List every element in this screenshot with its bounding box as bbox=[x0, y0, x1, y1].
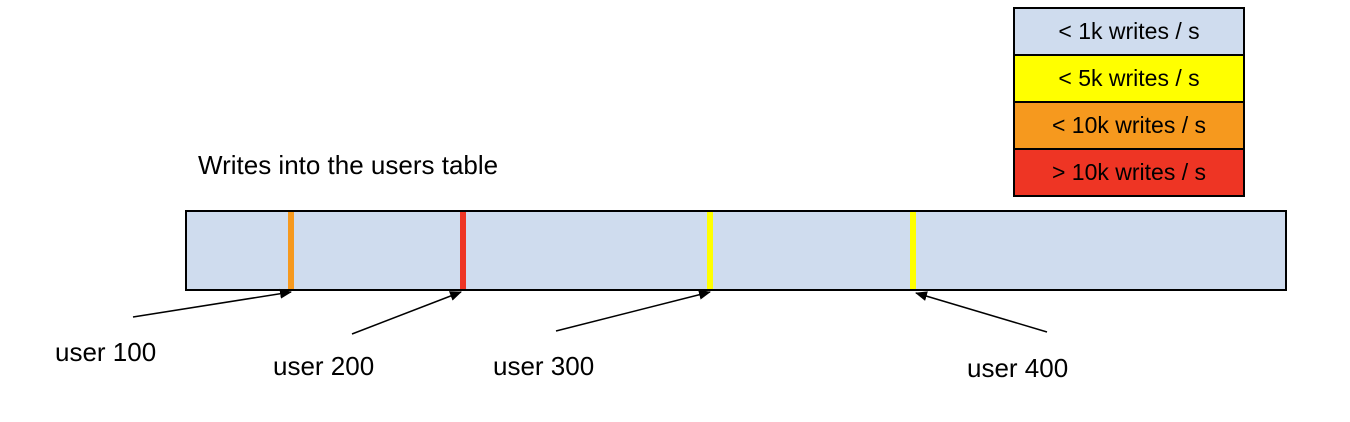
annotation-arrow-1 bbox=[351, 291, 462, 335]
user-label-3: user 400 bbox=[967, 353, 1069, 383]
diagram-title: Writes into the users table bbox=[198, 150, 499, 180]
user-label-1: user 200 bbox=[273, 351, 375, 381]
annotation-arrow-3 bbox=[915, 291, 1048, 333]
legend-item-1: < 5k writes / s bbox=[1015, 54, 1243, 101]
users-table-bar bbox=[185, 210, 1287, 291]
legend-item-label: < 10k writes / s bbox=[1051, 112, 1207, 138]
annotation-arrow-0 bbox=[132, 288, 292, 318]
legend-item-2: < 10k writes / s bbox=[1015, 101, 1243, 148]
user-label-2: user 300 bbox=[493, 351, 595, 381]
hotspot-marker-user-200 bbox=[460, 212, 466, 289]
legend-item-0: < 1k writes / s bbox=[1015, 9, 1243, 54]
hotspot-marker-user-100 bbox=[288, 212, 294, 289]
legend-item-label: > 10k writes / s bbox=[1051, 159, 1207, 185]
user-label-0: user 100 bbox=[55, 337, 157, 367]
annotation-arrow-2 bbox=[555, 289, 711, 332]
legend-item-label: < 1k writes / s bbox=[1058, 18, 1200, 44]
legend-item-label: < 5k writes / s bbox=[1058, 65, 1200, 91]
hotspot-marker-user-300 bbox=[707, 212, 713, 289]
legend-item-3: > 10k writes / s bbox=[1015, 148, 1243, 195]
legend: < 1k writes / s < 5k writes / s < 10k writ… bbox=[1013, 7, 1245, 197]
hotspot-marker-user-400 bbox=[910, 212, 916, 289]
